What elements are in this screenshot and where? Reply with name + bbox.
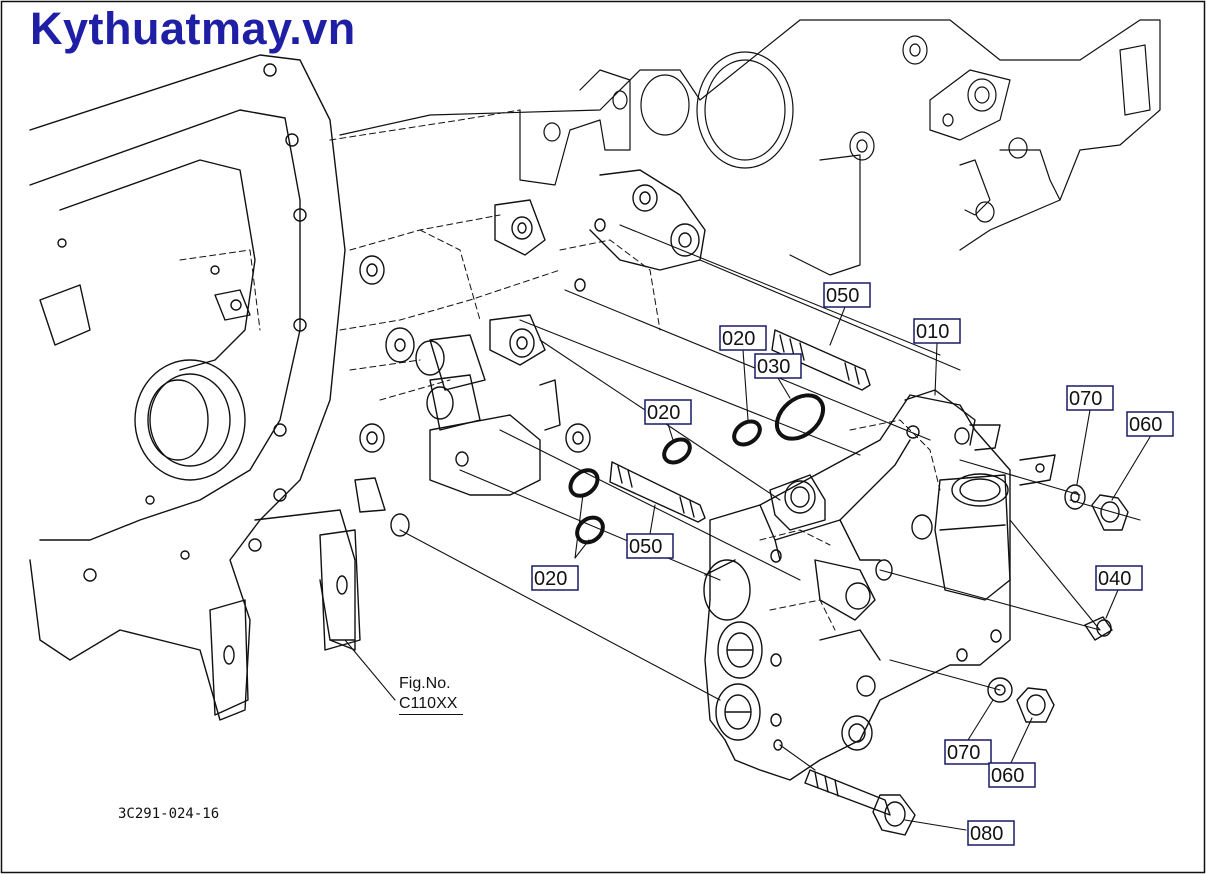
bolt-080 xyxy=(804,769,916,836)
svg-text:070: 070 xyxy=(947,742,980,764)
svg-text:040: 040 xyxy=(1098,568,1131,590)
callout-050-upper[interactable]: 050 xyxy=(823,282,871,308)
brand-watermark: Kythuatmay.vn xyxy=(30,3,356,54)
svg-text:020: 020 xyxy=(534,568,567,590)
plug-040 xyxy=(1084,616,1113,641)
stud-bolt-upper xyxy=(771,329,871,391)
callout-040[interactable]: 040 xyxy=(1095,565,1143,591)
hidden-lines xyxy=(179,109,941,631)
o-ring-030 xyxy=(774,393,826,441)
callout-020-mid[interactable]: 020 xyxy=(644,399,692,425)
leader-lines xyxy=(344,306,1151,831)
o-ring-020-upper xyxy=(732,419,762,447)
o-ring-020-lower-a xyxy=(568,468,600,498)
nut-060-lower xyxy=(1016,687,1055,723)
nut-060-upper xyxy=(1091,494,1129,531)
callout-060-upper[interactable]: 060 xyxy=(1126,411,1174,437)
valve-body xyxy=(703,389,1056,781)
diagram-code: 3C291-024-16 xyxy=(118,806,220,822)
callout-050-lower[interactable]: 050 xyxy=(626,533,674,559)
svg-text:010: 010 xyxy=(916,321,949,343)
svg-text:060: 060 xyxy=(1129,414,1162,436)
housing-bolt-holes xyxy=(57,63,410,582)
figure-reference[interactable]: Fig.No. C110XX xyxy=(399,674,464,715)
svg-text:060: 060 xyxy=(991,765,1024,787)
o-ring-020-mid xyxy=(662,437,692,465)
callout-010[interactable]: 010 xyxy=(913,318,961,344)
callout-070-upper[interactable]: 070 xyxy=(1066,385,1114,411)
figure-reference-number: C110XX xyxy=(399,694,464,715)
part-number-callouts: 050 010 020 030 020 070 xyxy=(531,282,1174,846)
washer-070-lower xyxy=(987,677,1013,703)
callout-060-lower[interactable]: 060 xyxy=(988,762,1036,788)
svg-text:070: 070 xyxy=(1069,388,1102,410)
engine-block-outline xyxy=(339,19,1161,276)
svg-text:020: 020 xyxy=(647,402,680,424)
figure-reference-label: Fig.No. xyxy=(399,675,451,692)
callout-020-lower[interactable]: 020 xyxy=(531,565,579,591)
washer-070-upper xyxy=(1064,484,1086,510)
svg-text:050: 050 xyxy=(629,536,662,558)
assembly-axis-lines xyxy=(399,224,1141,771)
stud-bolt-lower xyxy=(609,461,706,523)
housing-outline xyxy=(29,54,361,721)
callout-080[interactable]: 080 xyxy=(967,820,1015,846)
mid-block-features xyxy=(354,169,706,513)
svg-text:050: 050 xyxy=(826,285,859,307)
svg-text:020: 020 xyxy=(722,328,755,350)
callout-020-upper[interactable]: 020 xyxy=(719,325,767,351)
callout-030[interactable]: 030 xyxy=(754,353,802,379)
svg-text:030: 030 xyxy=(757,356,790,378)
callout-070-lower[interactable]: 070 xyxy=(944,739,992,765)
o-ring-020-lower-b xyxy=(575,515,605,545)
svg-text:080: 080 xyxy=(970,823,1003,845)
